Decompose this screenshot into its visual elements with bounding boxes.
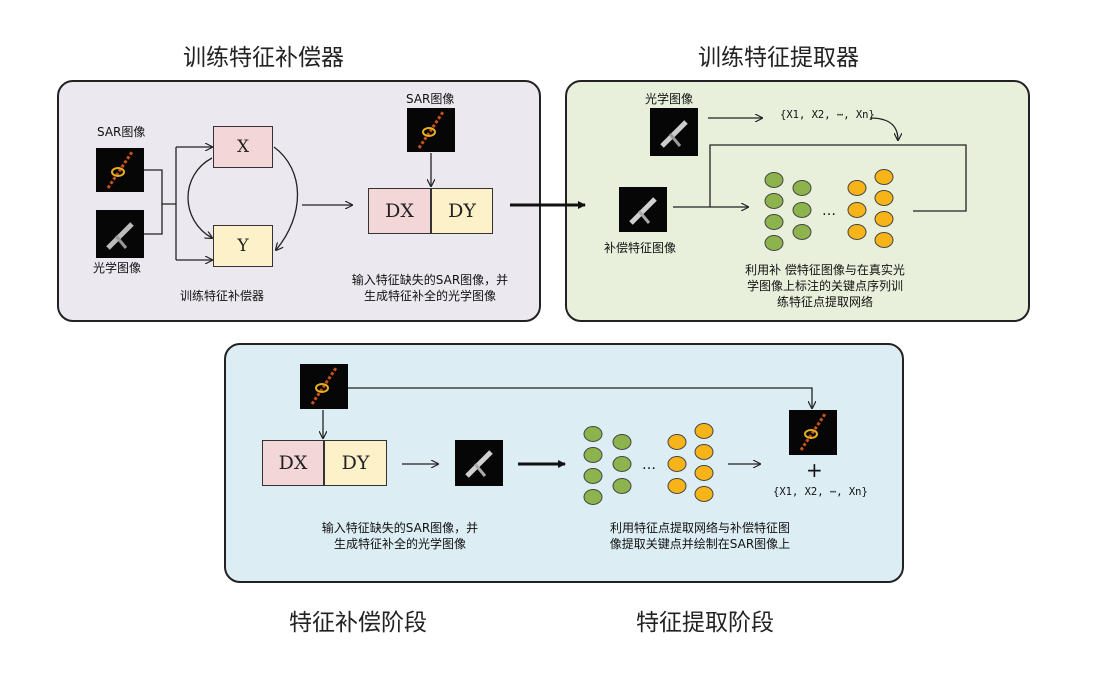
compensated-image-thumbnail [619,187,667,232]
generated-optical-thumbnail [455,440,503,486]
inference-dy-box: DY [324,440,387,486]
network-ellipsis: … [822,203,836,219]
optical-image-thumbnail-2 [650,108,698,156]
compensated-image-label: 补偿特征图像 [604,241,677,255]
output-keypoint-sequence: {X1, X2, ⋯, Xn} [773,486,868,498]
title-stage-extraction: 特征提取阶段 [636,610,774,636]
inference-left-caption-line2: 生成特征补全的光学图像 [333,537,466,551]
compensator-caption: 训练特征补偿器 [180,289,265,303]
inference-left-caption-line1: 输入特征缺失的SAR图像，并 [321,521,479,535]
extractor-caption-line3: 练特征点提取网络 [776,295,873,309]
sar-image-label-top: SAR图像 [406,92,455,106]
title-stage-compensation: 特征补偿阶段 [289,610,427,636]
sar-image-label: SAR图像 [97,125,146,139]
generator-dx-box: DX [368,188,431,234]
extractor-caption-line2: 学图像上标注的关键点序列训 [746,279,903,293]
inference-left-caption: 输入特征缺失的SAR图像，并 生成特征补全的光学图像 [290,520,510,552]
optical-image-thumbnail [96,210,144,258]
extractor-caption: 利用补 偿特征图像与在真实光 学图像上标注的关键点序列训 练特征点提取网络 [715,262,935,310]
optical-image-label-2: 光学图像 [645,92,694,106]
title-train-extractor: 训练特征提取器 [698,45,859,71]
inference-dx-box: DX [262,440,324,486]
inference-right-caption-line2: 像提取关键点并绘制在SAR图像上 [609,537,791,551]
generator-caption-line2: 生成特征补全的光学图像 [363,289,496,303]
sar-image-thumbnail [96,148,144,192]
extractor-caption-line1: 利用补 偿特征图像与在真实光 [745,263,905,277]
optical-image-label: 光学图像 [93,261,142,275]
inference-right-caption: 利用特征点提取网络与补偿特征图 像提取关键点并绘制在SAR图像上 [590,520,810,552]
sar-input-thumbnail [300,364,348,409]
domain-x-box: X [213,126,273,168]
keypoint-sequence-label: {X1, X2, ⋯, Xn} [780,109,875,121]
title-train-compensator: 训练特征补偿器 [183,45,344,71]
inference-network-ellipsis: … [642,457,656,473]
domain-y-box: Y [213,225,273,267]
sar-image-thumbnail-top [407,108,455,152]
generator-caption-line1: 输入特征缺失的SAR图像，并 [351,273,509,287]
generator-caption: 输入特征缺失的SAR图像，并 生成特征补全的光学图像 [320,272,540,304]
sar-output-thumbnail [789,410,837,455]
generator-dy-box: DY [431,188,493,234]
inference-right-caption-line1: 利用特征点提取网络与补偿特征图 [609,521,790,535]
plus-sign: + [806,458,823,482]
